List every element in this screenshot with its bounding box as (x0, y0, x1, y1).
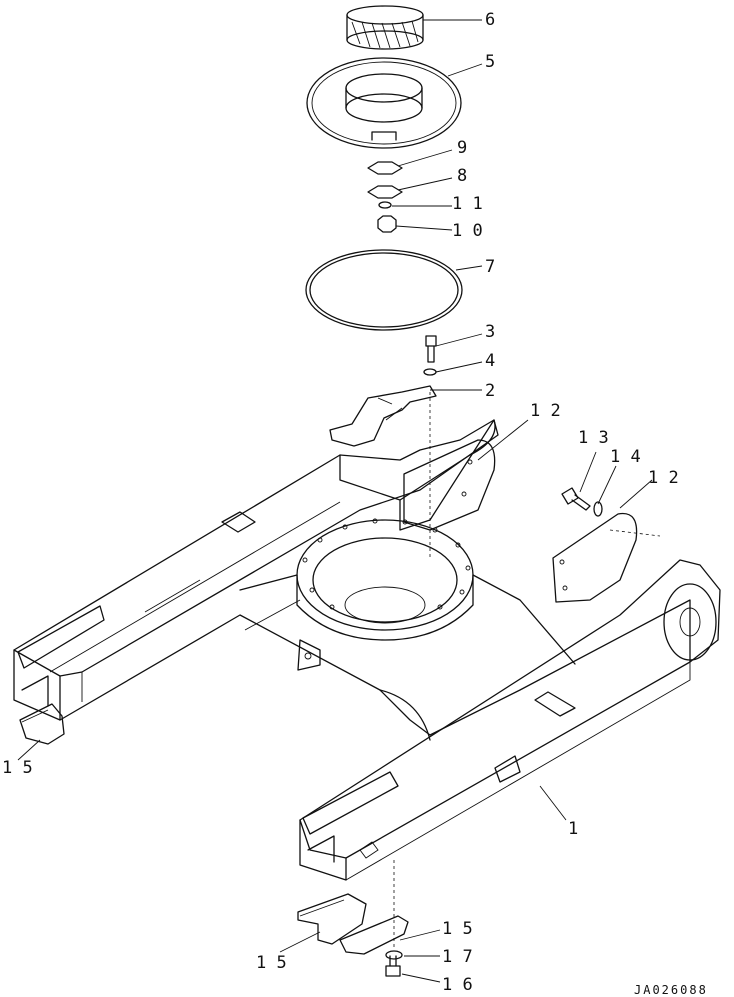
part-5-cover (306, 57, 462, 149)
part-17-washer (385, 950, 403, 960)
label-14: 1 4 (610, 447, 641, 467)
label-11: 1 1 (452, 194, 483, 214)
label-2: 2 (485, 381, 495, 401)
leader-lines (17, 19, 653, 983)
label-15-right: 1 5 (442, 919, 473, 939)
part-2-bracket (329, 385, 437, 447)
label-13: 1 3 (578, 428, 609, 448)
label-17: 1 7 (442, 947, 473, 967)
part-12-plate-right (552, 512, 638, 603)
label-1: 1 (568, 819, 578, 839)
drawing-code: JA026088 (634, 983, 708, 997)
label-5: 5 (485, 52, 495, 72)
part-4-washer (423, 368, 437, 376)
part-6-ring (346, 5, 424, 50)
part-14-washer (593, 501, 603, 517)
part-15-shoe-lower (297, 893, 367, 945)
part-15-shoe-left (19, 703, 65, 745)
label-15-bottom: 1 5 (256, 953, 287, 973)
part-10-nut (377, 215, 397, 233)
label-3: 3 (485, 322, 495, 342)
label-16: 1 6 (442, 975, 473, 995)
part-11-washer (378, 201, 392, 209)
part-13-bolt (561, 487, 591, 511)
label-8: 8 (457, 166, 467, 186)
part-3-bolt (425, 335, 437, 363)
label-9: 9 (457, 138, 467, 158)
part-15-shoe-lower-right (339, 915, 409, 955)
label-7: 7 (485, 257, 495, 277)
label-12-right: 1 2 (648, 468, 679, 488)
label-4: 4 (485, 351, 495, 371)
label-6: 6 (485, 10, 495, 30)
label-15-left: 1 5 (2, 758, 33, 778)
label-12-left: 1 2 (530, 401, 561, 421)
part-9-plate (367, 161, 403, 175)
part-16-bolt (385, 955, 401, 977)
part-8-shim (367, 185, 403, 199)
part-12-plate-left (403, 439, 496, 531)
label-10: 1 0 (452, 221, 483, 241)
part-7-oring (305, 249, 463, 331)
part-1-track-frame (13, 419, 721, 881)
